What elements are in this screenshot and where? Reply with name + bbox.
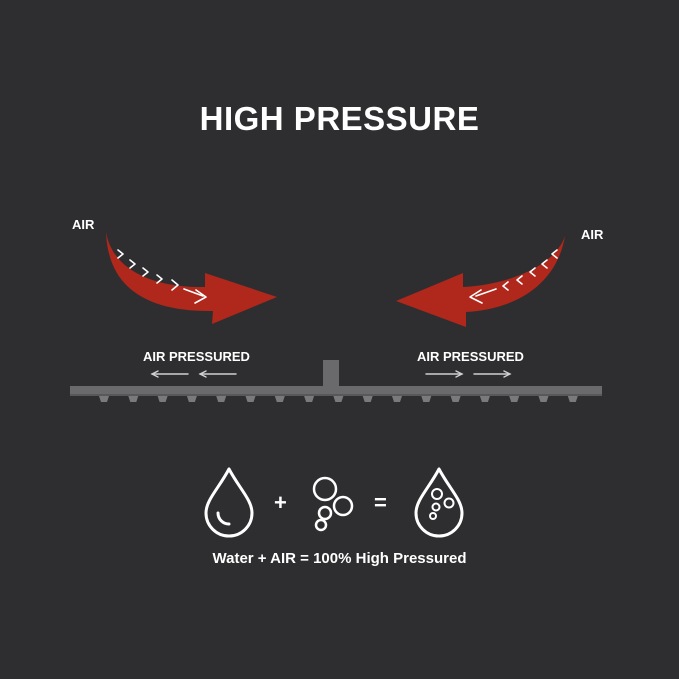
nozzle — [128, 396, 139, 402]
nozzle — [392, 396, 402, 402]
nozzle — [333, 396, 344, 402]
airflow-arrows-right-icon — [425, 370, 512, 378]
curved-arrow-right-icon — [396, 236, 565, 327]
drop-with-bubbles-icon — [414, 467, 464, 538]
airflow-chevrons-right — [469, 249, 558, 304]
nozzle — [567, 396, 578, 402]
air-bubbles-icon — [312, 476, 354, 532]
equation-caption: Water + AIR = 100% High Pressured — [212, 550, 467, 567]
page-title: HIGH PRESSURE — [199, 100, 480, 137]
plus-sign: + — [274, 490, 287, 515]
curved-arrow-left-icon — [106, 232, 277, 324]
nozzle — [509, 396, 520, 402]
nozzle — [479, 396, 490, 402]
nozzle — [216, 396, 227, 402]
nozzle — [186, 396, 197, 402]
equals-sign: = — [374, 490, 387, 515]
inner-bubbles-icon — [429, 488, 455, 520]
nozzle — [157, 396, 168, 402]
air-label-left: AIR — [72, 217, 95, 232]
nozzle — [362, 396, 373, 402]
air-pressured-label-right: AIR PRESSURED — [417, 349, 524, 364]
shower-nozzles — [99, 396, 578, 402]
nozzle — [304, 396, 315, 402]
water-drop-icon — [204, 467, 254, 538]
airflow-arrows-left-icon — [150, 370, 237, 378]
airflow-chevrons-left — [117, 249, 207, 304]
nozzle — [421, 396, 432, 402]
air-pressured-label-left: AIR PRESSURED — [143, 349, 250, 364]
nozzle — [450, 396, 461, 402]
nozzle — [274, 396, 285, 402]
nozzle — [245, 396, 256, 402]
shower-head-icon — [70, 360, 602, 402]
air-label-right: AIR — [581, 227, 604, 242]
nozzle — [99, 396, 109, 402]
nozzle — [538, 396, 549, 402]
